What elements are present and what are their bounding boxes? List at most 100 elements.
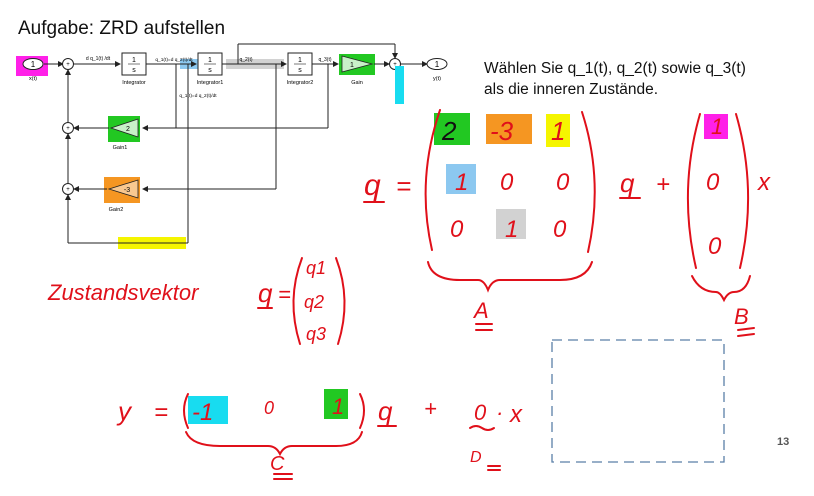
hw-c2: 0 bbox=[264, 398, 274, 418]
b1-highlight bbox=[704, 114, 728, 139]
a11-highlight bbox=[434, 113, 470, 145]
svg-text:+: + bbox=[66, 126, 70, 132]
gain1-label: Gain1 bbox=[113, 145, 128, 151]
svg-text:s: s bbox=[132, 67, 136, 74]
svg-text:1: 1 bbox=[350, 62, 354, 69]
integrator1-label: Integrator1 bbox=[197, 80, 224, 86]
output-port-number: 1 bbox=[435, 60, 440, 69]
state-vector-right-paren bbox=[335, 257, 346, 345]
hw-a21: 1 bbox=[455, 169, 468, 196]
output-port bbox=[426, 58, 448, 70]
gain1-block bbox=[109, 118, 139, 138]
hw-dot: · bbox=[496, 400, 503, 425]
signal-q1-highlight bbox=[180, 59, 202, 69]
hw-a32: 1 bbox=[505, 216, 518, 243]
vector-c-left-paren bbox=[183, 393, 189, 429]
hw-q-2: q bbox=[620, 168, 635, 198]
signal-q3: q_3(t) bbox=[318, 57, 331, 63]
hw-label-C: C bbox=[270, 453, 285, 475]
svg-text:-3: -3 bbox=[124, 187, 130, 194]
gain1-highlight bbox=[108, 116, 140, 142]
integrator-block bbox=[121, 52, 147, 76]
hw-plus: + bbox=[656, 171, 670, 198]
gain2-label: Gain2 bbox=[109, 207, 124, 213]
vector-c-right-paren bbox=[359, 393, 365, 429]
input-port-highlight bbox=[16, 56, 48, 76]
dashed-answer-box bbox=[551, 339, 725, 463]
input-port bbox=[22, 58, 44, 70]
hw-a12: -3 bbox=[490, 116, 514, 146]
svg-text:+: + bbox=[393, 62, 397, 68]
vector-b-left-paren bbox=[686, 113, 701, 269]
hw-q1: q1 bbox=[306, 258, 326, 278]
integrator2-block bbox=[287, 52, 313, 76]
hw-label-B: B bbox=[734, 304, 749, 329]
hw-x: x bbox=[757, 169, 771, 196]
sum-block-1 bbox=[62, 58, 74, 70]
matrix-a-right-paren bbox=[581, 111, 596, 253]
hw-equals-3: = bbox=[154, 399, 168, 426]
hw-a13: 1 bbox=[551, 116, 565, 146]
hw-c1: -1 bbox=[192, 399, 213, 426]
hw-q-3: q bbox=[258, 278, 273, 308]
cyan-mark bbox=[395, 66, 404, 104]
integrator2-label: Integrator2 bbox=[287, 80, 314, 86]
hw-equals-2: = bbox=[278, 282, 291, 307]
hw-a22: 0 bbox=[500, 169, 514, 196]
hw-a31: 0 bbox=[450, 216, 464, 243]
a13-highlight bbox=[546, 114, 570, 147]
signal-q2-highlight bbox=[226, 59, 284, 69]
gain-block bbox=[341, 55, 374, 73]
input-port-number: 1 bbox=[31, 60, 36, 69]
svg-text:s: s bbox=[208, 67, 212, 74]
hw-x-2: x bbox=[509, 401, 523, 428]
svg-text:2: 2 bbox=[126, 126, 130, 133]
hw-equals: = bbox=[396, 171, 411, 201]
svg-text:1: 1 bbox=[132, 57, 136, 64]
sum-block-2 bbox=[389, 58, 401, 70]
gain2-block bbox=[107, 179, 139, 199]
hw-q3: q3 bbox=[306, 324, 326, 344]
hw-q: q bbox=[364, 169, 381, 202]
slide-title: Aufgabe: ZRD aufstellen bbox=[18, 18, 226, 39]
hw-b1: 1 bbox=[711, 114, 723, 139]
svg-text:1: 1 bbox=[298, 57, 302, 64]
hw-label-D: D bbox=[470, 449, 482, 466]
signal-q2: q_2(t) bbox=[239, 57, 252, 63]
brace-b bbox=[691, 275, 751, 303]
a21-highlight bbox=[446, 164, 476, 194]
output-label: y(t) bbox=[433, 76, 441, 82]
sum-block-4 bbox=[62, 183, 74, 195]
hw-y: y bbox=[116, 396, 133, 426]
c3-highlight bbox=[324, 389, 348, 419]
hw-a11: 2 bbox=[441, 116, 457, 146]
instruction-line-2: als die inneren Zustände. bbox=[484, 81, 659, 98]
brace-c bbox=[185, 431, 363, 457]
hw-q-4: q bbox=[378, 396, 393, 426]
instruction-line-1: Wählen Sie q_1(t), q_2(t) sowie q_3(t) bbox=[484, 60, 746, 77]
hw-d: 0 bbox=[474, 400, 487, 425]
integrator1-block bbox=[197, 52, 223, 76]
yellow-feedback-highlight bbox=[118, 237, 186, 249]
hw-c3: 1 bbox=[332, 394, 344, 419]
gain-label: Gain bbox=[351, 80, 363, 86]
gain-highlight bbox=[339, 54, 375, 75]
hw-label-A: A bbox=[472, 298, 489, 323]
brace-a bbox=[427, 261, 593, 293]
vector-b-right-paren bbox=[735, 113, 750, 269]
page-number: 13 bbox=[777, 436, 790, 448]
svg-text:1: 1 bbox=[208, 57, 212, 64]
state-vector-left-paren bbox=[292, 257, 303, 345]
integrator-label: Integrator bbox=[122, 80, 146, 86]
signal-q1-alt: q_1(t)=d q_2(t)/dt bbox=[179, 93, 217, 99]
a12-highlight bbox=[486, 114, 532, 144]
hw-zustandsvektor: Zustandsvektor bbox=[47, 280, 200, 305]
hw-plus-2: + bbox=[424, 396, 437, 421]
input-label: x(t) bbox=[29, 76, 37, 82]
signal-dq1: d q_1(t) /dt bbox=[86, 56, 111, 62]
hw-b2: 0 bbox=[706, 169, 720, 196]
hw-b3: 0 bbox=[708, 233, 722, 260]
svg-text:+: + bbox=[66, 62, 70, 68]
c1-highlight bbox=[188, 396, 228, 424]
